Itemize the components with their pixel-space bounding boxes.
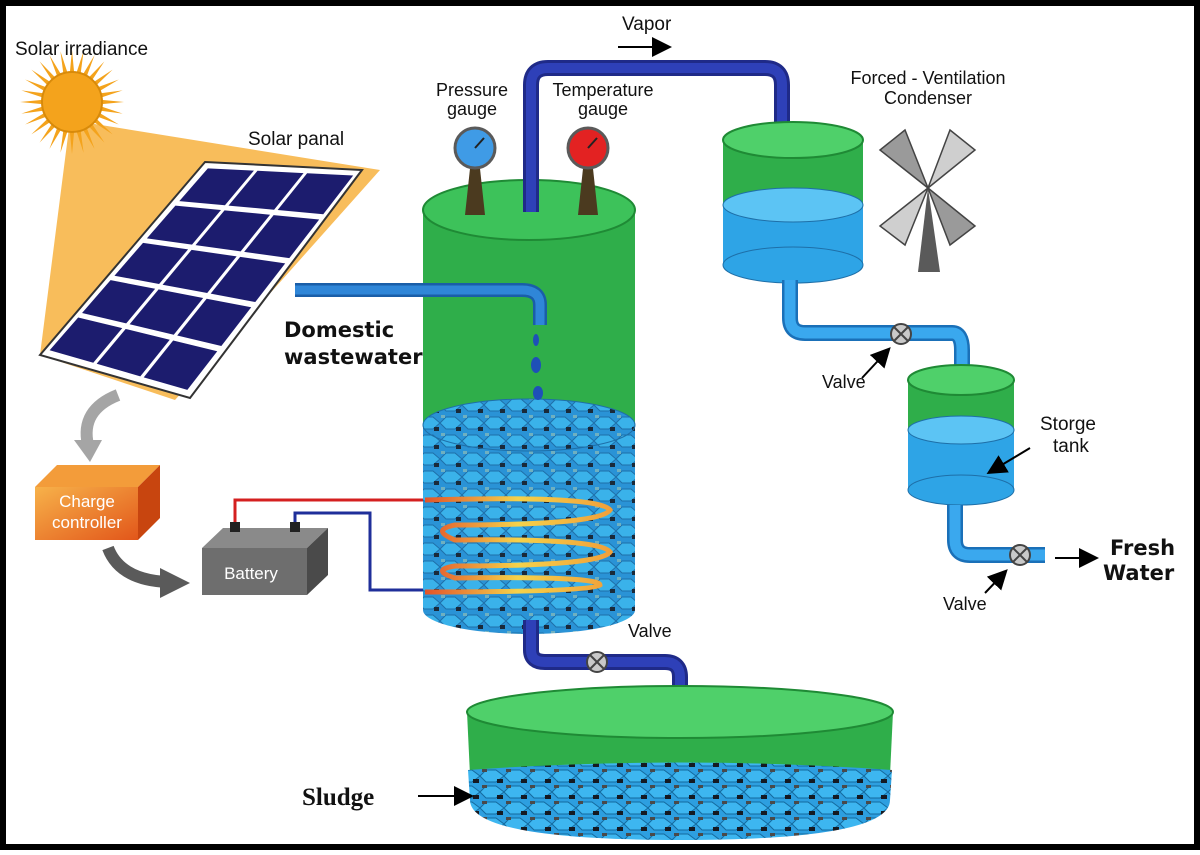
storage-valve-icon [1009,544,1031,566]
pressure-gauge-label-2: gauge [447,99,497,119]
solar-panel [38,160,364,400]
solar-cell [129,289,204,335]
sun-ray [60,51,68,74]
sun-ray [98,79,119,91]
storage-valve-label: Valve [943,594,987,614]
sun-ray [83,128,95,149]
solar-cell [82,280,156,324]
sludge-valve-icon [586,651,608,673]
storage-pointer [986,447,1031,475]
sun-ray [69,50,75,73]
condenser-tank [722,121,864,284]
solar-cell [162,249,237,294]
sun-ray [31,119,50,135]
solar-cell [277,173,354,215]
sludge-basin [466,685,894,840]
sun-ray [21,90,44,98]
condenser-valve-icon [890,323,912,345]
battery: Battery [202,522,328,595]
wastewater-contents [423,425,635,610]
sun-ray [20,99,43,105]
sun-ray [98,113,119,125]
sun-ray [39,61,55,80]
solar-cell [210,256,286,303]
solar-cell [143,340,218,390]
sun-ray [94,119,113,135]
main-tank [422,179,636,634]
condenser-label-1: Forced - Ventilation [850,68,1005,88]
vapor-label: Vapor [622,14,672,35]
sun-icon [20,50,124,154]
condenser-outlet-pipe-inner [784,280,968,372]
blue-wire [293,511,425,592]
sludge-label: Sludge [302,784,374,811]
charge-controller-label-2: controller [52,513,122,532]
battery-label: Battery [224,564,278,583]
solar-cell [195,210,271,252]
temperature-gauge-label-1: Temperature [552,80,653,100]
sun-ray [76,51,84,74]
fresh-water-label-1: Fresh [1110,536,1175,560]
solar-cell [228,170,304,210]
storage-tank [907,364,1015,506]
panel-to-controller-arrow [80,389,121,447]
domestic-wastewater-label-1: Domestic [284,318,394,342]
sun-ray [21,106,44,114]
storage-tank-label-2: tank [1053,436,1089,457]
sun-ray [39,124,55,143]
temperature-gauge [566,126,610,215]
sun-ray [31,69,50,85]
storage-tank-label-1: Storge [1040,414,1096,435]
ventilation-fan-icon [878,128,977,272]
sun-ray [89,61,105,80]
sun-ray [25,113,46,125]
solar-cell [49,317,123,363]
storage-valve-pointer [984,569,1008,594]
solar-cell [244,215,320,259]
condenser-label-2: Condenser [884,88,972,108]
sun-ray [60,130,68,153]
domestic-wastewater-label-2: wastewater [284,345,423,369]
condenser-valve-label: Valve [822,372,866,392]
solar-cell [179,168,254,206]
water-droplets [531,334,543,400]
vapor-pipe-inner [526,63,787,212]
solar-panel-label: Solar panal [248,129,344,150]
sun-ray [100,90,123,98]
solar-cell [146,205,221,245]
sun-ray [49,128,61,149]
sun-ray [25,79,46,91]
controller-arrow-head [160,568,190,598]
red-wire [233,498,425,528]
heating-coil [424,496,614,595]
controller-to-battery-arrow [102,545,169,588]
charge-controller: Charge controller [35,465,160,540]
sludge-valve-label: Valve [628,621,672,641]
sun-ray [101,99,124,105]
temperature-gauge-label-2: gauge [578,99,628,119]
fresh-water-label-2: Water [1103,561,1175,585]
pressure-gauge [453,126,497,215]
sun-ray [94,69,113,85]
sun-ray [83,55,95,76]
condenser-valve-pointer [861,347,891,379]
sun-ray [100,106,123,114]
solar-cell [96,328,170,377]
sun-ray [76,130,84,153]
solar-irradiance-label: Solar irradiance [15,39,148,60]
sludge-contents [468,762,892,840]
storage-outlet-pipe-inner [949,505,1045,561]
sun-ray [89,124,105,143]
solar-cell [114,242,189,285]
panel-arrow-head [74,440,102,462]
sun-ray [69,131,75,154]
sun-ray [49,55,61,76]
pressure-gauge-label-1: Pressure [436,80,508,100]
wastewater-inlet-pipe-inner [295,285,545,325]
solar-cell [177,298,252,346]
charge-controller-label-1: Charge [59,492,115,511]
